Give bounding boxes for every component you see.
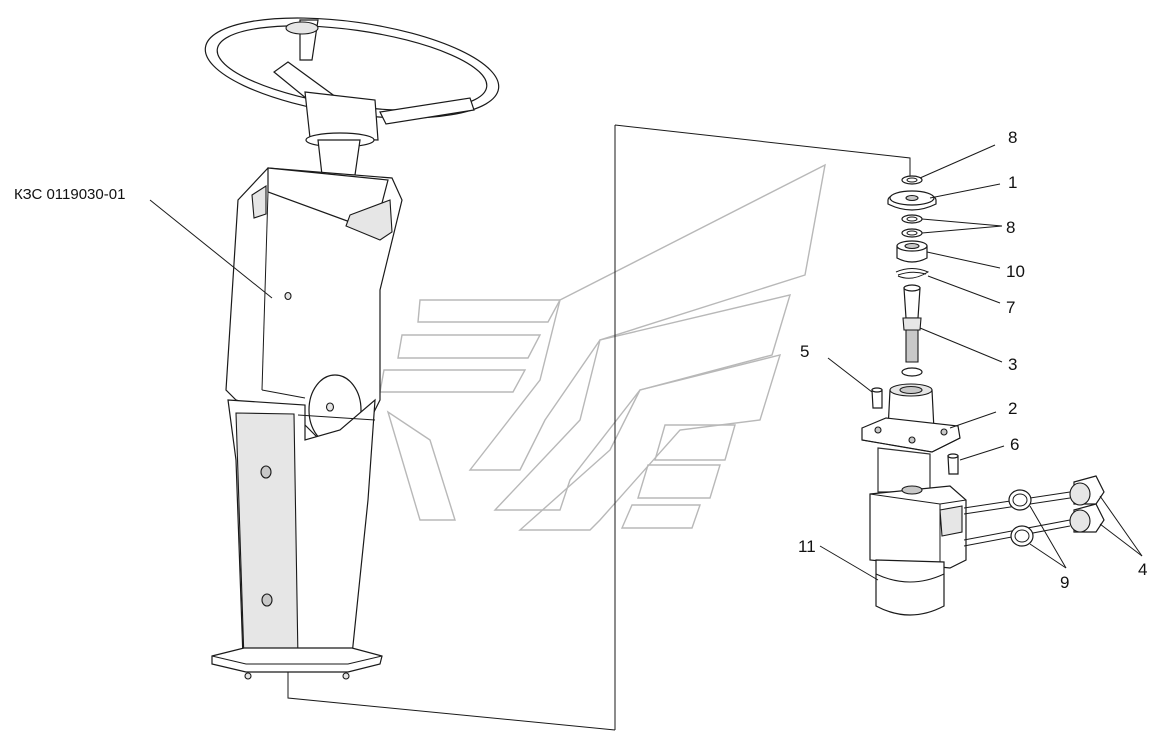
callout-10: 10 — [1006, 262, 1025, 281]
callout-8-middle: 8 — [1006, 218, 1015, 237]
callout-8-top: 8 — [1008, 128, 1017, 147]
callout-11: 11 — [798, 537, 816, 556]
callout-9: 9 — [1060, 573, 1069, 592]
assembly-code-label: КЗС 0119030-01 — [14, 186, 125, 203]
explosion-frame — [287, 124, 911, 731]
exploded-parts — [861, 175, 1105, 616]
leader-lines — [149, 144, 1143, 581]
callout-7: 7 — [1006, 298, 1015, 317]
callout-4: 4 — [1138, 560, 1147, 579]
callout-6: 6 — [1010, 435, 1019, 454]
callout-1: 1 — [1008, 173, 1017, 192]
callout-3: 3 — [1008, 355, 1017, 374]
watermark-logo — [379, 163, 826, 531]
steering-column-assembly — [204, 17, 500, 680]
callout-5: 5 — [800, 342, 809, 361]
callout-2: 2 — [1008, 399, 1017, 418]
